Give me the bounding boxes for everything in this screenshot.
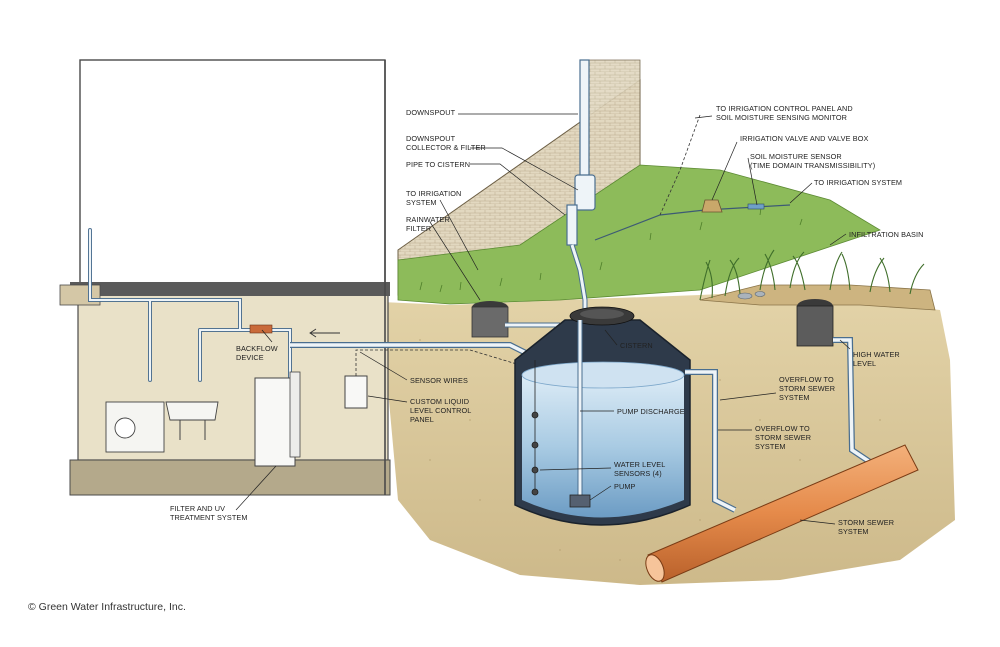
label-to-irrigation-system-right: TO IRRIGATION SYSTEM (814, 178, 903, 187)
basement-floor (69, 459, 391, 496)
downspout (566, 59, 596, 246)
utility-sink (165, 401, 219, 440)
pump-unit (569, 494, 591, 508)
grass-strokes (419, 207, 803, 293)
storm-sewer-pipe (645, 444, 919, 583)
label-to-irrigation-system-left: TO IRRIGATION SYSTEM (406, 189, 462, 207)
label-rainwater-filter: RAINWATER FILTER (406, 215, 450, 233)
label-pipe-to-cistern: PIPE TO CISTERN (406, 160, 471, 169)
basin-overflow-box (796, 299, 834, 347)
leader-lines (235, 113, 851, 525)
label-custom-liquid-panel: CUSTOM LIQUID LEVEL CONTROL PANEL (410, 397, 472, 424)
label-pump: PUMP (614, 482, 636, 491)
label-pump-discharge: PUMP DISCHARGE (617, 407, 685, 416)
filter-uv-unit (254, 371, 301, 467)
floor-slab (70, 282, 390, 296)
copyright-notice: © Green Water Infrastructure, Inc. (28, 601, 186, 613)
water-level-sensors (531, 360, 539, 496)
irrigation-valve-box (701, 199, 723, 213)
soil-moisture-sensor (747, 203, 765, 210)
label-backflow-device: BACKFLOW DEVICE (236, 344, 278, 362)
label-filter-uv: FILTER AND UV TREATMENT SYSTEM (170, 504, 248, 522)
control-wire (659, 114, 701, 216)
label-high-water-level: HIGH WATER LEVEL (853, 350, 900, 368)
label-cistern: CISTERN (620, 341, 653, 350)
label-irrigation-control-panel: TO IRRIGATION CONTROL PANEL AND SOIL MOI… (716, 104, 853, 122)
label-infiltration-basin: INFILTRATION BASIN (849, 230, 924, 239)
cistern (514, 306, 691, 526)
label-downspout: DOWNSPOUT (406, 108, 456, 117)
label-overflow-lower: OVERFLOW TO STORM SEWER SYSTEM (755, 424, 812, 451)
washing-machine (105, 401, 165, 453)
label-storm-sewer: STORM SEWER SYSTEM (838, 518, 895, 536)
backflow-device (249, 324, 273, 334)
label-overflow-upper: OVERFLOW TO STORM SEWER SYSTEM (779, 375, 836, 402)
label-water-level-sensors: WATER LEVEL SENSORS (4) (614, 460, 666, 478)
lawn (397, 164, 881, 305)
irrigation-line (594, 204, 791, 241)
label-sensor-wires: SENSOR WIRES (410, 376, 468, 385)
sensor-wire (355, 349, 521, 376)
rainwater-filter (471, 301, 509, 338)
upper-floor-wall (79, 59, 386, 291)
label-irrigation-valve: IRRIGATION VALVE AND VALVE BOX (740, 134, 869, 143)
label-soil-moisture-sensor: SOIL MOISTURE SENSOR (TIME DOMAIN TRANSM… (750, 152, 876, 170)
flow-arrow-left (309, 328, 340, 338)
basin-rocks (737, 291, 766, 300)
label-downspout-collector: DOWNSPOUT COLLECTOR & FILTER (406, 134, 486, 152)
basin-plants (699, 249, 925, 301)
control-panel (344, 375, 368, 409)
